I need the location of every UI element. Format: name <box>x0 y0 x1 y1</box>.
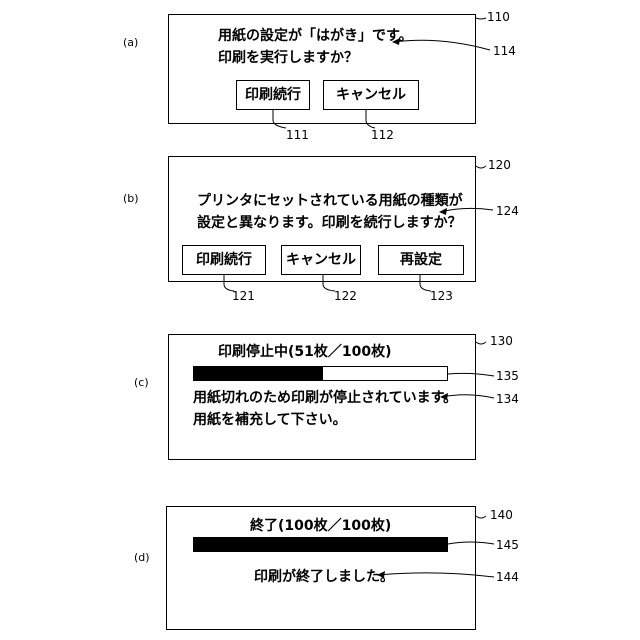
cancel-button-a[interactable]: キャンセル <box>323 80 419 110</box>
leader-120 <box>476 166 486 168</box>
continue-print-button-b[interactable]: 印刷続行 <box>182 245 266 275</box>
progress-bar-c <box>193 366 448 381</box>
dialog-c-message: 用紙切れのため印刷が停止されています。 用紙を補充して下さい。 <box>193 387 457 431</box>
leader-140 <box>476 516 486 518</box>
ref-122: 122 <box>334 289 357 303</box>
ref-110: 110 <box>487 10 510 24</box>
dialog-c-title: 印刷停止中(51枚／100枚) <box>218 341 392 363</box>
ref-140: 140 <box>490 508 513 522</box>
progress-bar-d-fill <box>194 538 447 551</box>
figure-label-a: (a) <box>123 36 138 49</box>
ref-130: 130 <box>490 334 513 348</box>
figure-label-b: (b) <box>123 192 139 205</box>
dialog-d-title: 終了(100枚／100枚) <box>250 515 391 537</box>
dialog-a-message: 用紙の設定が「はがき」です。 印刷を実行しますか？ <box>218 25 413 69</box>
ref-111: 111 <box>286 128 309 142</box>
dialog-a-message-line2: 印刷を実行しますか？ <box>218 47 413 69</box>
leader-130 <box>476 342 486 344</box>
figure-label-d: (d) <box>134 551 150 564</box>
dialog-a-message-line1: 用紙の設定が「はがき」です。 <box>218 25 413 47</box>
ref-144: 144 <box>496 570 519 584</box>
cancel-button-b[interactable]: キャンセル <box>281 245 361 275</box>
ref-120: 120 <box>488 158 511 172</box>
dialog-b-message: プリンタにセットされている用紙の種類が 設定と異なります。印刷を続行しますか？ <box>197 190 463 234</box>
ref-112: 112 <box>371 128 394 142</box>
ref-123: 123 <box>430 289 453 303</box>
dialog-c-message-line2: 用紙を補充して下さい。 <box>193 409 457 431</box>
dialog-d-message: 印刷が終了しました。 <box>254 566 394 588</box>
ref-124: 124 <box>496 204 519 218</box>
dialog-b-message-line1: プリンタにセットされている用紙の種類が <box>197 190 463 212</box>
continue-print-button-a[interactable]: 印刷続行 <box>236 80 310 110</box>
ref-145: 145 <box>496 538 519 552</box>
progress-bar-c-fill <box>194 367 323 380</box>
reset-settings-button[interactable]: 再設定 <box>378 245 464 275</box>
dialog-c-message-line1: 用紙切れのため印刷が停止されています。 <box>193 387 457 409</box>
figure-label-c: (c) <box>134 376 149 389</box>
ref-135: 135 <box>496 369 519 383</box>
ref-134: 134 <box>496 392 519 406</box>
dialog-b-message-line2: 設定と異なります。印刷を続行しますか？ <box>197 212 463 234</box>
ref-114: 114 <box>493 44 516 58</box>
progress-bar-d <box>193 537 448 552</box>
leader-110 <box>476 18 486 19</box>
ref-121: 121 <box>232 289 255 303</box>
